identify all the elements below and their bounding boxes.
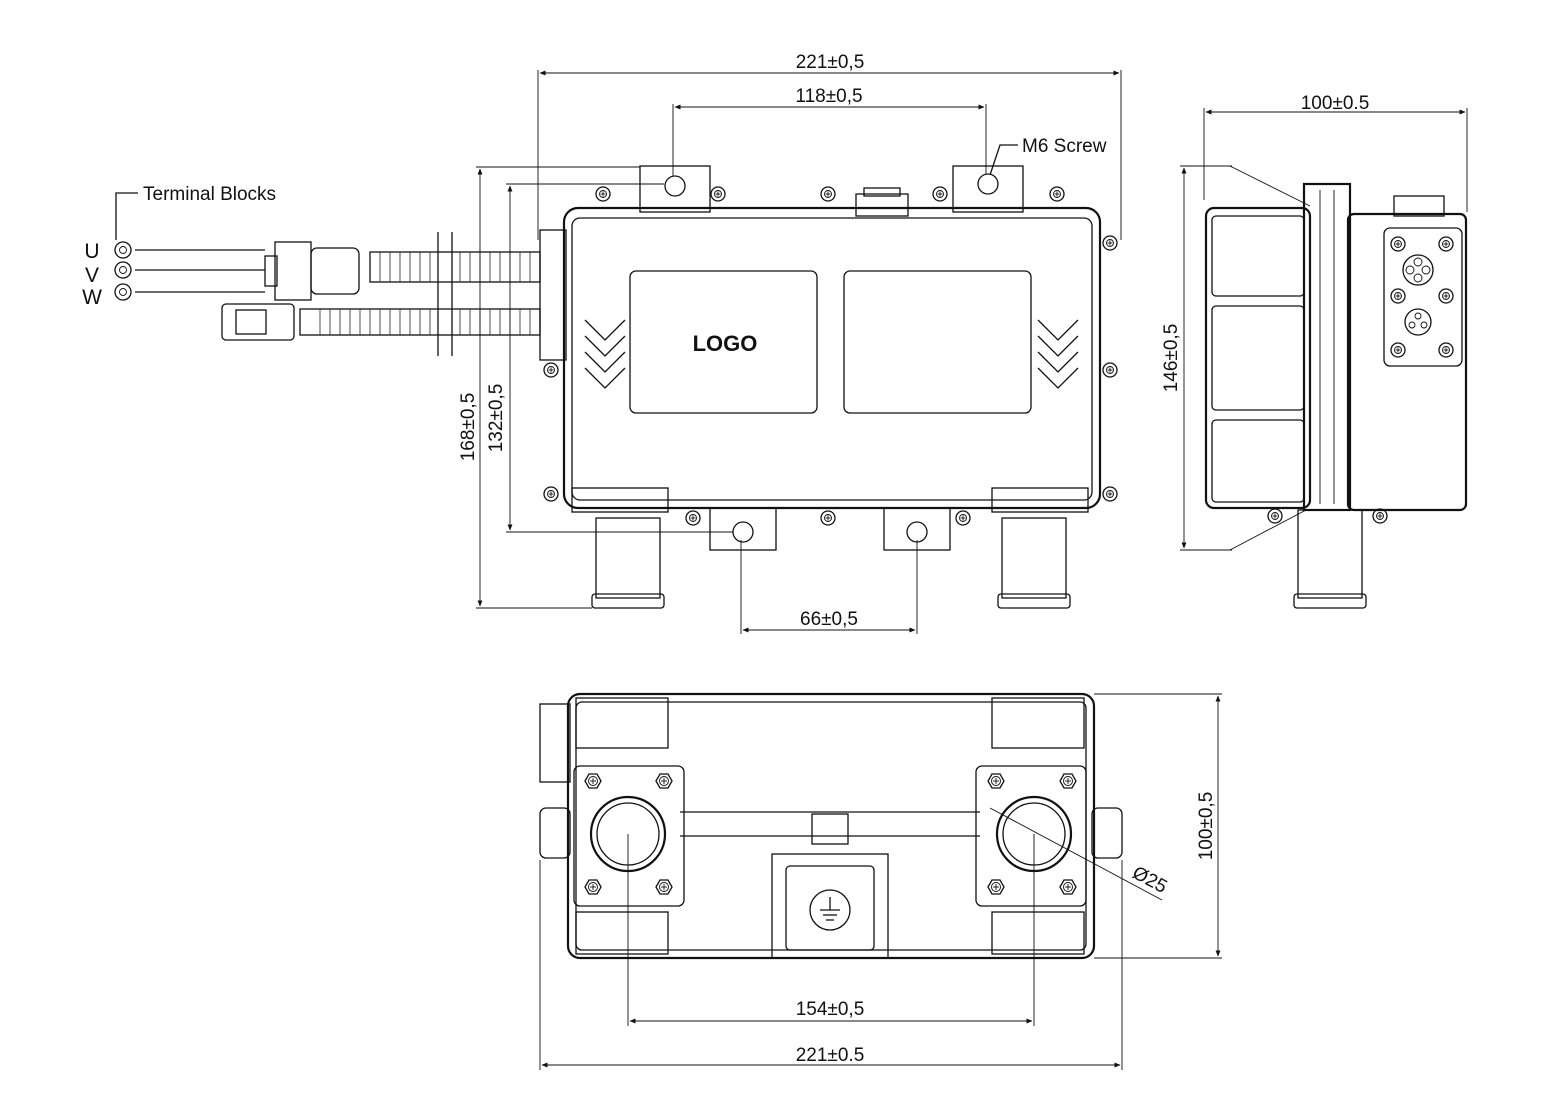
dim-body-height: 132±0,5 [486, 384, 507, 453]
m6-screw-leader [989, 144, 1018, 176]
dim-bottom-view-width: 221±0.5 [796, 1045, 865, 1066]
port-flange-right [975, 765, 1087, 907]
ground-icon [809, 889, 851, 931]
bottom-mount-tab-left [709, 507, 777, 551]
terminal-blocks-label: Terminal Blocks [143, 184, 276, 205]
blank-panel [843, 270, 1032, 414]
chevron-marks-left [584, 319, 626, 389]
side-view [1204, 165, 1468, 609]
phase-w-label: W [82, 286, 102, 309]
housing-outline [562, 206, 1102, 510]
cable-harness [114, 232, 541, 356]
side-view-dimensions: 100±0.5 146±0,5 [1161, 93, 1468, 551]
diameter-label: Ø25 [1129, 862, 1171, 897]
phase-u-label: U [84, 240, 99, 263]
dim-side-height: 146±0,5 [1161, 324, 1182, 393]
dim-port-spacing: 154±0,5 [796, 999, 865, 1020]
bottom-view: Ø25 [539, 692, 1171, 960]
port-flange-left [573, 765, 685, 907]
m6-screw-label: M6 Screw [1022, 136, 1107, 157]
phase-v-label: V [85, 264, 99, 287]
logo-panel [629, 270, 818, 414]
dim-overall-height: 168±0,5 [458, 393, 479, 462]
dim-bottom-view-height: 100±0,5 [1196, 792, 1217, 861]
coolant-pipe-left [591, 517, 665, 609]
top-mount-tab-right [952, 165, 1024, 213]
dim-top-mount-spacing: 118±0,5 [795, 86, 862, 107]
logo-text: LOGO [693, 331, 758, 356]
front-view-dimensions: 221±0,5 118±0,5 168±0,5 132±0,5 66±0,5 [458, 52, 1122, 634]
chevron-marks-right [1037, 319, 1079, 389]
dim-top-width: 221±0,5 [796, 52, 865, 73]
dim-bottom-mount-spacing: 66±0,5 [800, 609, 858, 630]
top-mount-tab-left [639, 165, 711, 213]
front-view: LOGO [82, 136, 1118, 609]
bottom-view-dimensions: 100±0,5 154±0,5 221±0.5 [539, 693, 1222, 1070]
coolant-pipe-right [997, 517, 1071, 609]
terminal-blocks-leader [115, 192, 138, 240]
dim-side-width: 100±0.5 [1301, 93, 1370, 114]
side-connector-panel [1383, 227, 1463, 367]
